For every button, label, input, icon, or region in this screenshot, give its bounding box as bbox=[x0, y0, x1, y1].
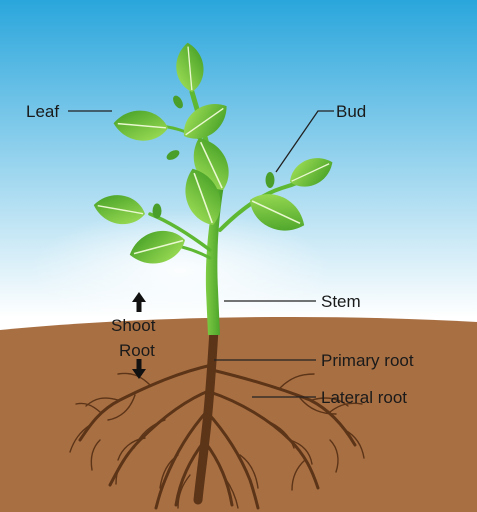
fine-roots bbox=[69, 372, 365, 509]
label-bud: Bud bbox=[336, 102, 366, 121]
root-down-arrow-icon bbox=[132, 359, 146, 379]
shoot-up-arrow-icon bbox=[132, 292, 146, 312]
root-system bbox=[69, 325, 365, 510]
leader-lines bbox=[68, 110, 334, 398]
bud-left bbox=[152, 203, 162, 219]
label-shoot: Shoot bbox=[111, 316, 156, 335]
primary-root bbox=[193, 325, 219, 505]
label-leaf: Leaf bbox=[26, 102, 59, 121]
shoot-system bbox=[90, 40, 339, 335]
direction-arrows bbox=[132, 292, 146, 379]
label-root: Root bbox=[119, 341, 155, 360]
bud-upper bbox=[173, 95, 183, 109]
label-stem: Stem bbox=[321, 292, 361, 311]
sky-glow bbox=[30, 210, 330, 330]
bud-center bbox=[166, 150, 180, 160]
label-lateral-root: Lateral root bbox=[321, 388, 407, 407]
soil-ground bbox=[0, 316, 477, 512]
bud-right bbox=[265, 172, 275, 188]
label-primary-root: Primary root bbox=[321, 351, 414, 370]
bud-leader-line bbox=[275, 110, 334, 173]
